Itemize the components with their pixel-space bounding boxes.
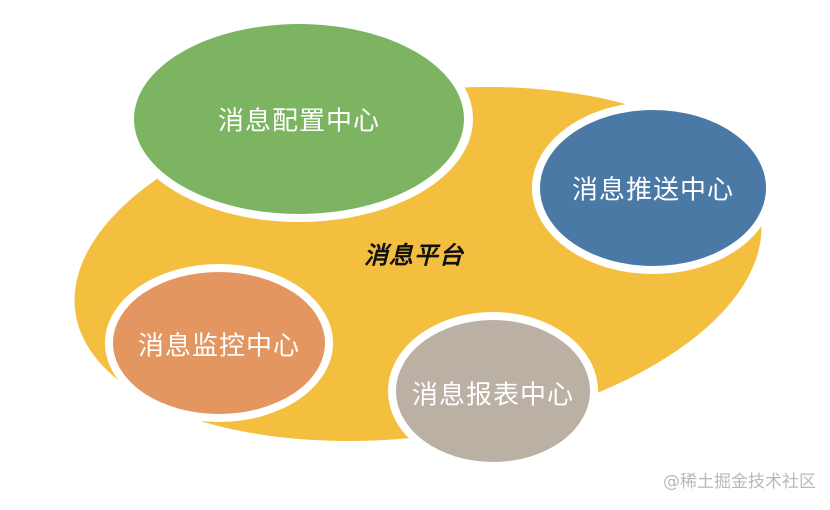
report-center-label: 消息报表中心 (411, 380, 575, 411)
config-center-ellipse (134, 24, 464, 214)
watermark-text: @稀土掘金技术社区 (663, 472, 816, 492)
platform-label: 消息平台 (364, 241, 464, 270)
push-center-label: 消息推送中心 (571, 175, 735, 206)
monitor-center-label: 消息监控中心 (137, 331, 301, 362)
monitor-center-ellipse (113, 272, 325, 414)
report-center-ellipse (396, 320, 590, 462)
config-center-label: 消息配置中心 (217, 106, 381, 137)
push-center-ellipse (540, 110, 766, 266)
